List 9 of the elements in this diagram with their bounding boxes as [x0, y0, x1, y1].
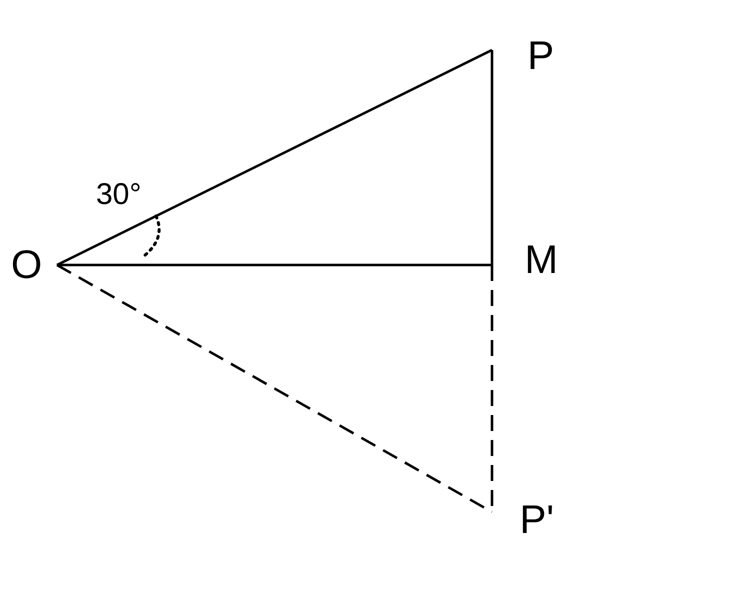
point-label: O: [11, 245, 42, 285]
point-label: P: [527, 36, 554, 76]
point-label: P': [520, 500, 554, 540]
angle-label: 30°: [96, 180, 142, 210]
line-segment: [57, 264, 492, 266]
point-label: M: [524, 240, 558, 280]
line-segment: [490, 50, 494, 265]
line-segment: [56, 48, 493, 266]
dashed-line: [56, 264, 493, 514]
